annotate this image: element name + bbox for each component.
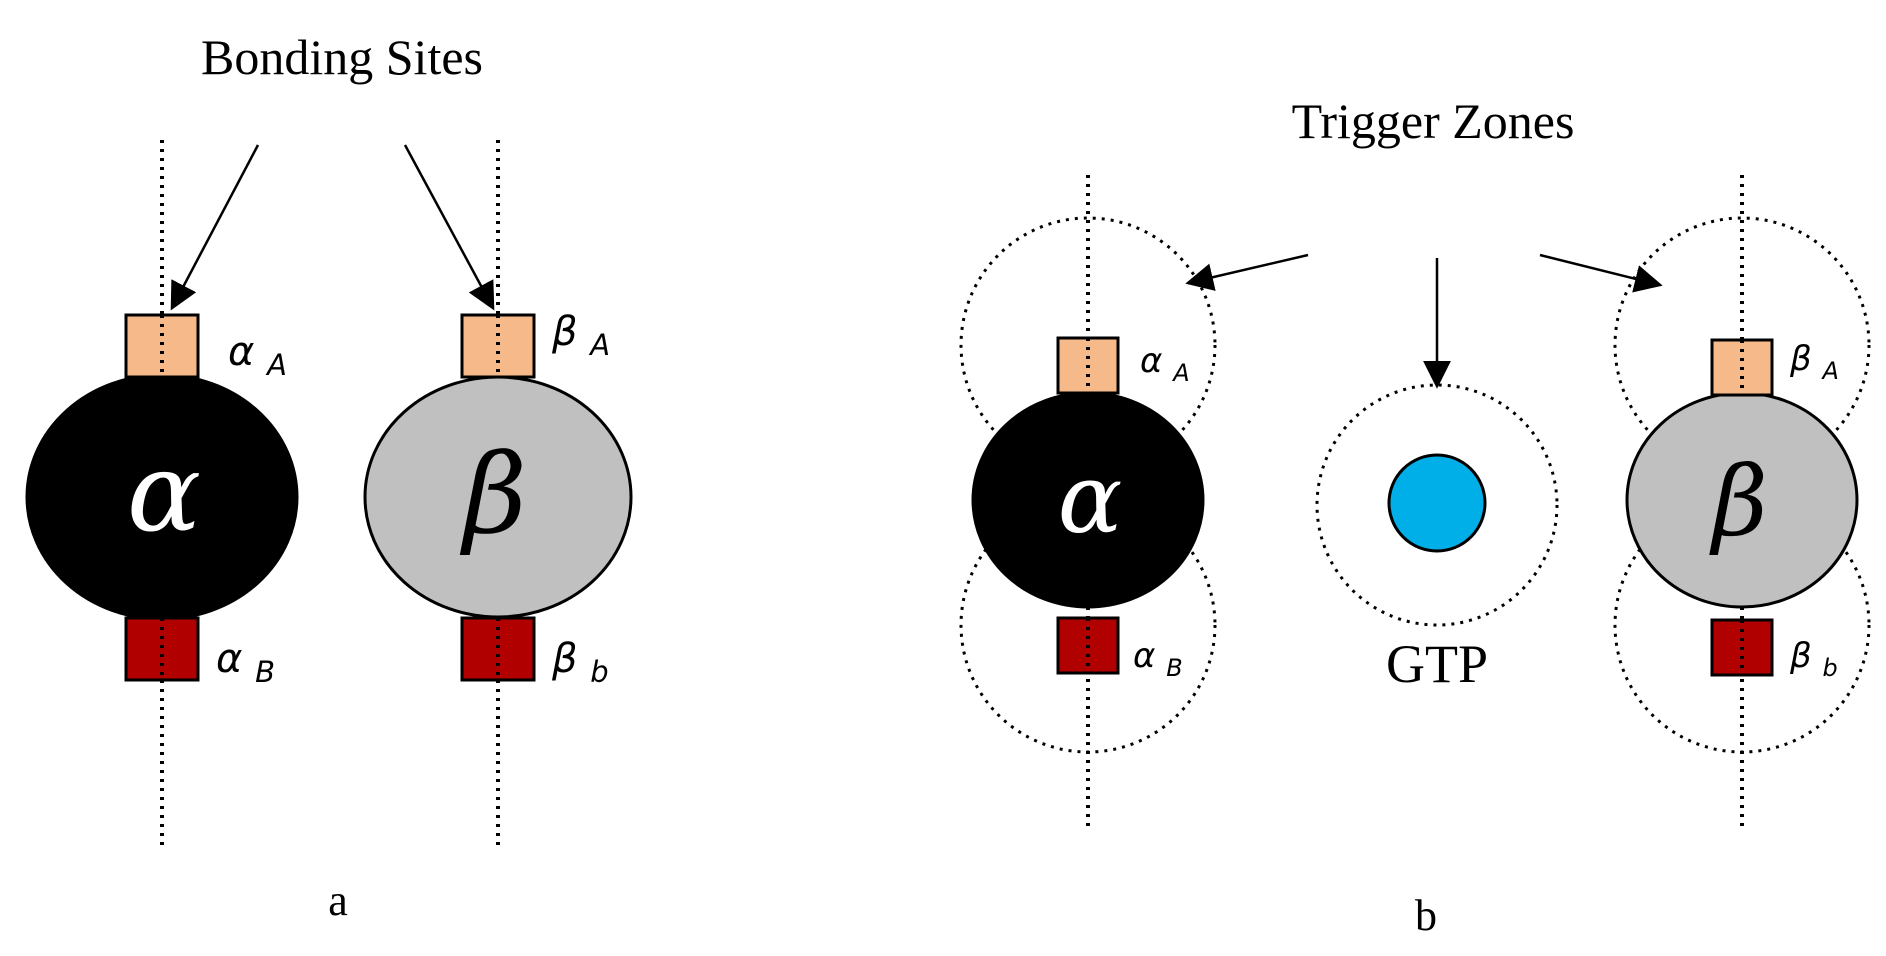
beta-site-top-label-text-b: β (1789, 339, 1812, 379)
beta-site-bottom-label-text-b: β (1789, 636, 1812, 676)
alpha-site-top-label-a: α A (228, 329, 287, 382)
alpha-symbol-b: α (1058, 443, 1123, 555)
panel-b-title: Trigger Zones (1292, 93, 1575, 149)
beta-protein-b: β β A β b (1625, 175, 1859, 830)
alpha-symbol-a: α (127, 428, 201, 556)
alpha-site-bottom-label-text-b: α (1133, 636, 1155, 676)
beta-site-bottom-label-b: β b (1789, 636, 1838, 682)
alpha-site-bottom-label-a: α B (216, 636, 275, 689)
beta-site-top-label-text-a: β (551, 309, 578, 355)
gtp-molecule: GTP (1386, 453, 1488, 694)
beta-site-top-label-a: β A (551, 309, 610, 362)
panel-a-title: Bonding Sites (201, 29, 483, 85)
panel-a-caption: a (328, 876, 348, 925)
alpha-site-bottom-label-b: α B (1133, 636, 1183, 682)
beta-symbol-a: β (459, 430, 527, 558)
panel-a: Bonding Sites α α A α B β (25, 29, 633, 925)
panel-b-caption: b (1415, 891, 1437, 940)
panel-b: Trigger Zones α α A α B GTP (959, 93, 1871, 940)
alpha-site-bottom-label-text-a: α (216, 636, 242, 682)
alpha-protein-a: α α A α B (25, 140, 299, 845)
beta-site-bottom-label-text-a: β (551, 636, 578, 682)
site-label-subscript: A (1821, 357, 1839, 385)
trigger-zone-gtp (1315, 383, 1559, 627)
site-label-subscript: B (1166, 654, 1182, 682)
beta-protein-a: β β A β b (363, 140, 633, 845)
bonding-arrow-alpha (170, 144, 260, 311)
alpha-site-top-label-text-a: α (228, 329, 254, 375)
beta-site-top-label-b: β A (1789, 339, 1839, 385)
alpha-site-top-label-text-b: α (1140, 341, 1162, 381)
gtp-circle (1387, 453, 1487, 553)
trigger-arrow-beta (1539, 253, 1663, 293)
trigger-arrow-alpha (1185, 253, 1309, 291)
alpha-protein-b: α α A α B (971, 175, 1205, 830)
site-label-subscript: B (255, 655, 275, 689)
beta-symbol-b: β (1709, 446, 1768, 558)
site-label-subscript: b (1823, 654, 1838, 682)
site-label-subscript: A (265, 348, 287, 382)
alpha-site-top-label-b: α A (1140, 341, 1190, 387)
bonding-arrow-beta (403, 144, 495, 311)
beta-site-bottom-label-a: β b (551, 636, 609, 689)
site-label-subscript: A (1171, 359, 1189, 387)
gtp-label: GTP (1386, 634, 1488, 694)
site-label-subscript: A (588, 328, 610, 362)
site-label-subscript: b (590, 655, 608, 689)
